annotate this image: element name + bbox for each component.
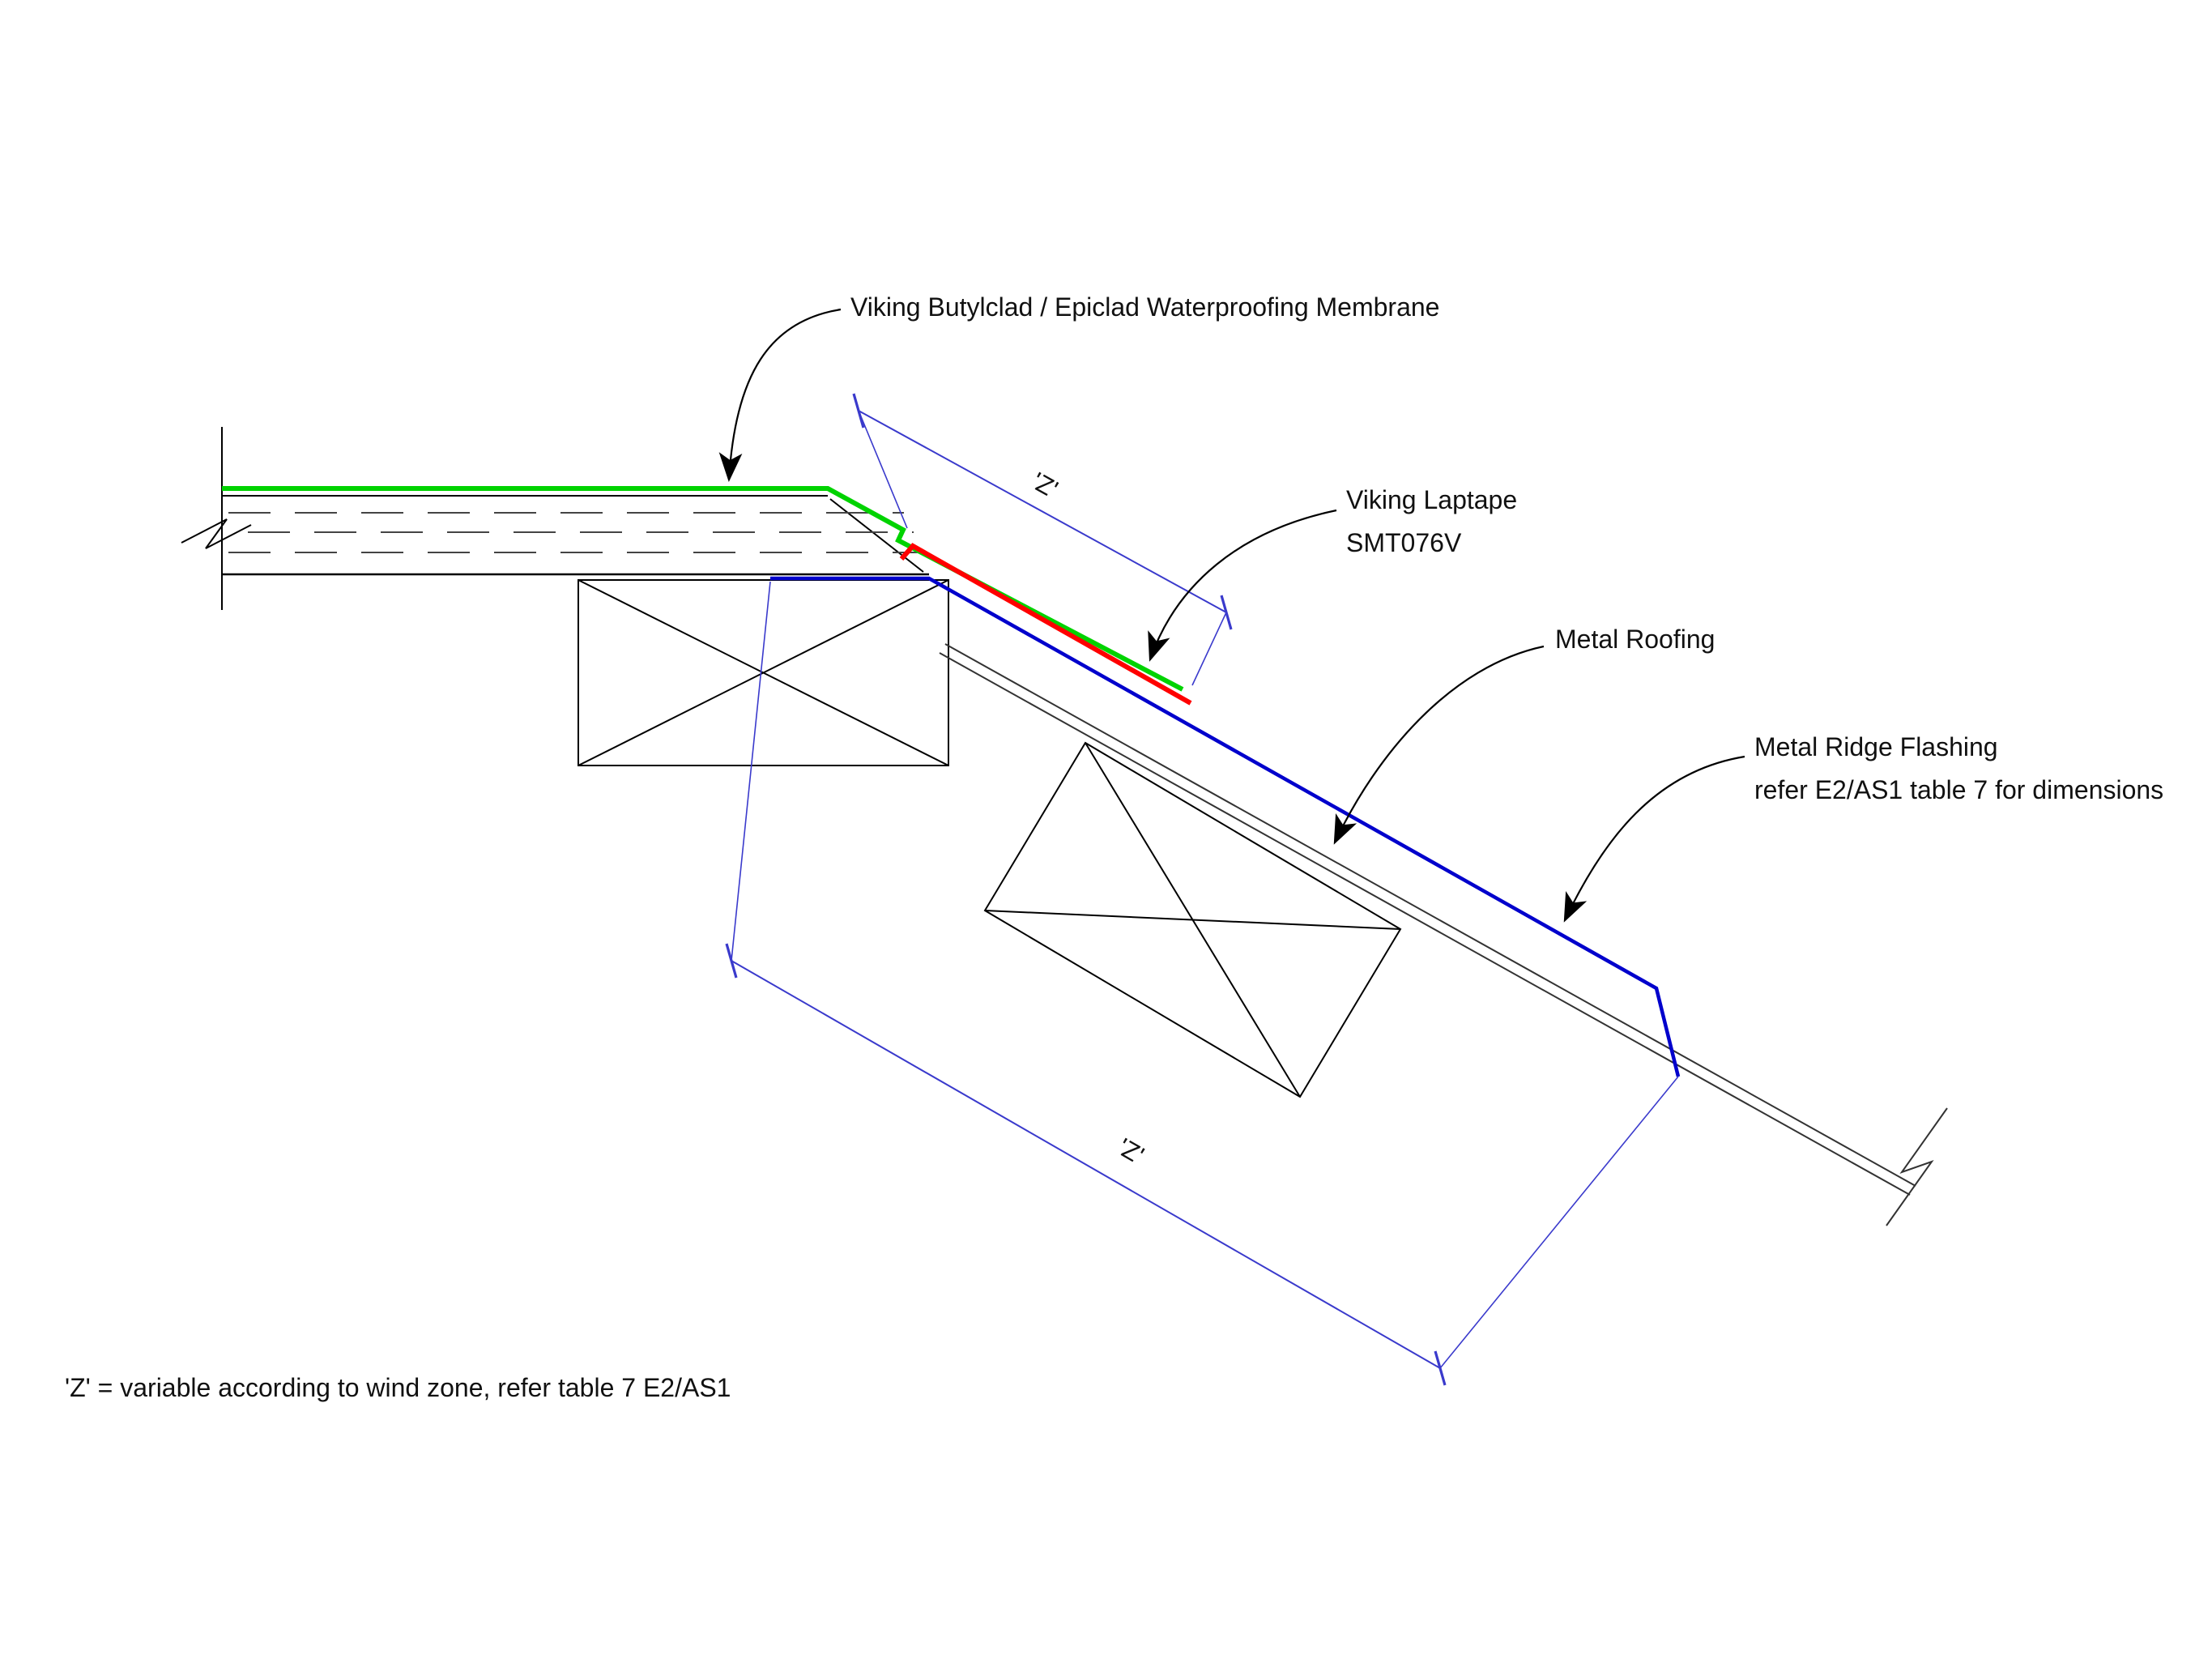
laptape-line (899, 543, 1192, 706)
membrane-line (222, 486, 1184, 692)
dimension-lower-label: 'Z' (1113, 1132, 1149, 1170)
dimension-lower-extension-left (731, 581, 771, 962)
footnote: 'Z' = variable according to wind zone, r… (65, 1373, 731, 1402)
leader-lines (718, 308, 1745, 923)
blocking-left-diagonal-2 (578, 579, 949, 766)
roofing-break-symbol (1886, 1107, 1948, 1226)
blocking-left-outline (578, 579, 949, 766)
dimension-upper-tick-left (852, 393, 865, 429)
metal-roofing-leader (1333, 645, 1545, 845)
ridge-flashing-label-line1: Metal Ridge Flashing (1754, 732, 1998, 761)
roofing-sheet-top-line (944, 643, 1916, 1187)
deck-substrate (181, 427, 929, 610)
dimension-lower-tick-left (725, 943, 738, 979)
dimension-lower-line (731, 960, 1441, 1369)
metal-roofing-label: Metal Roofing (1555, 625, 1715, 654)
membrane-label: Viking Butylclad / Epiclad Waterproofing… (850, 292, 1439, 322)
laptape-label-line1: Viking Laptape (1346, 485, 1517, 514)
blocking-sloped-diagonal-2 (984, 910, 1401, 930)
timber-blocking-left (578, 579, 949, 766)
annotations: Viking Butylclad / Epiclad Waterproofing… (65, 292, 2163, 1402)
dimension-upper (852, 393, 1233, 686)
ridge-flashing-leader (1563, 755, 1745, 923)
timber-blocking-sloped (983, 741, 1402, 1098)
roofing-sheet-bottom-line (939, 652, 1911, 1196)
ridge-flashing-label-line2: refer E2/AS1 table 7 for dimensions (1754, 775, 2163, 804)
dimension-upper-extension-right (1191, 612, 1227, 686)
laptape-leader (1148, 509, 1337, 662)
membrane-leader (718, 308, 842, 482)
dimension-upper-extension-left (858, 410, 908, 529)
dimension-upper-line (858, 410, 1227, 613)
dimension-lower (725, 581, 1679, 1386)
metal-roofing-sheet (939, 643, 1948, 1226)
dimension-upper-label: 'Z' (1027, 467, 1063, 504)
dimension-lower-extension-right (1439, 1076, 1679, 1369)
deck-right-edge-line (829, 498, 924, 573)
deck-break-symbol (181, 518, 252, 549)
laptape-label-line2: SMT076V (1346, 528, 1462, 557)
deck-timber-hatching (228, 512, 922, 553)
metal-ridge-flashing-line (770, 576, 1681, 1077)
dimension-upper-tick-right (1220, 595, 1233, 630)
dimension-lower-tick-right (1434, 1350, 1447, 1386)
